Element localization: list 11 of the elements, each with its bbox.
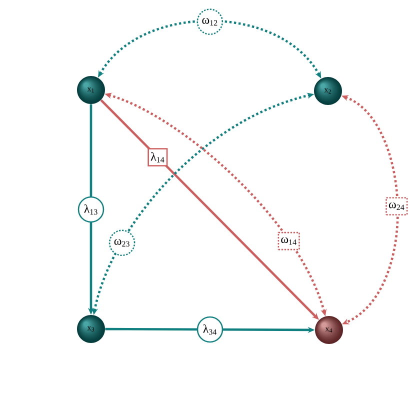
edge-label: ω$_{12}$ <box>196 8 224 35</box>
node-label: x$_{2}$ <box>324 88 331 94</box>
node-label: x$_{1}$ <box>87 88 94 92</box>
edge-label: ω$_{23}$ <box>108 230 136 256</box>
node-label: x$_{4}$ <box>325 328 332 332</box>
edge-label: λ$_{34}$ <box>196 316 224 343</box>
edge-label: ω$_{24}$ <box>386 197 408 216</box>
node-label: x$_{3}$ <box>87 326 94 332</box>
edge-label: λ$_{14}$ <box>148 148 168 166</box>
edge-label: λ$_{13}$ <box>78 196 104 223</box>
edge-label: ω$_{14}$ <box>278 232 300 250</box>
